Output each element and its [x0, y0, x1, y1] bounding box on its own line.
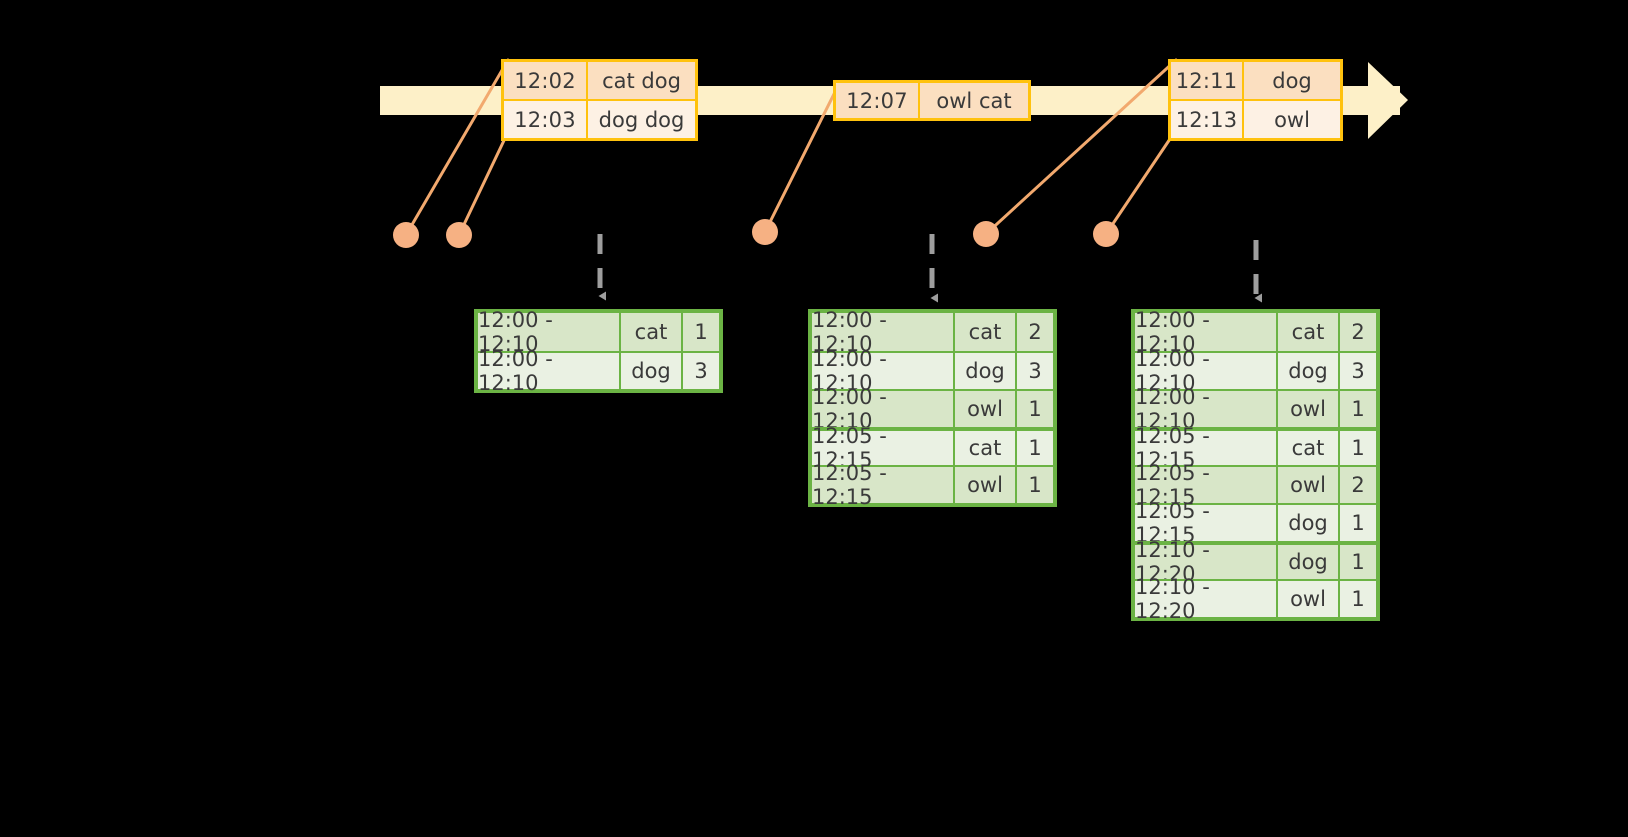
dot-12-07: [752, 219, 778, 245]
dot-12-11: [973, 221, 999, 247]
window-cell: 12:00 - 12:10: [812, 347, 955, 395]
word-cell: cat: [1278, 431, 1340, 465]
event-words: dog dog: [588, 101, 695, 138]
count-cell: 1: [683, 313, 719, 351]
count-cell: 1: [1017, 391, 1053, 427]
word-cell: cat: [955, 313, 1017, 351]
connector-12-13: [1104, 128, 1178, 236]
window-cell: 12:00 - 12:10: [478, 308, 621, 356]
window-cell: 12:00 - 12:10: [478, 347, 621, 395]
word-cell: cat: [1278, 313, 1340, 351]
event-row: 12:02 cat dog: [504, 62, 695, 99]
event-group-1[interactable]: 12:02 cat dog 12:03 dog dog: [501, 59, 698, 141]
count-cell: 2: [1017, 313, 1053, 351]
event-row: 12:03 dog dog: [504, 99, 695, 138]
window-cell: 12:05 - 12:15: [812, 424, 955, 472]
count-cell: 1: [1340, 581, 1376, 617]
connector-12-02: [404, 58, 510, 237]
count-cell: 2: [1340, 313, 1376, 351]
word-cell: owl: [1278, 391, 1340, 427]
word-cell: dog: [1278, 505, 1340, 541]
word-cell: owl: [1278, 581, 1340, 617]
window-cell: 12:00 - 12:10: [812, 385, 955, 433]
event-words: owl: [1244, 101, 1340, 138]
window-cell: 12:10 - 12:20: [1135, 538, 1278, 586]
word-cell: dog: [621, 353, 683, 389]
window-cell: 12:05 - 12:15: [1135, 424, 1278, 472]
connector-12-07: [763, 80, 842, 234]
count-cell: 1: [1017, 431, 1053, 465]
event-words: dog: [1244, 62, 1340, 99]
dot-12-03: [446, 222, 472, 248]
event-row: 12:11 dog: [1171, 62, 1340, 99]
word-cell: owl: [955, 467, 1017, 503]
trigger-arrows: [597, 234, 1262, 303]
count-cell: 1: [1340, 431, 1376, 465]
window-cell: 12:05 - 12:15: [812, 461, 955, 509]
event-time: 12:13: [1171, 101, 1244, 138]
window-cell: 12:05 - 12:15: [1135, 499, 1278, 547]
count-cell: 3: [683, 353, 719, 389]
event-words: owl cat: [920, 83, 1028, 118]
event-row: 12:13 owl: [1171, 99, 1340, 138]
window-cell: 12:00 - 12:10: [812, 308, 955, 356]
count-cell: 1: [1340, 391, 1376, 427]
word-cell: dog: [1278, 353, 1340, 389]
count-cell: 1: [1340, 505, 1376, 541]
dot-12-13: [1093, 221, 1119, 247]
count-cell: 3: [1017, 353, 1053, 389]
event-words: cat dog: [588, 62, 695, 99]
count-cell: 2: [1340, 467, 1376, 503]
event-dots: [393, 219, 1119, 248]
word-cell: cat: [955, 431, 1017, 465]
count-cell: 1: [1340, 545, 1376, 579]
window-cell: 12:00 - 12:10: [1135, 308, 1278, 356]
count-cell: 1: [1017, 467, 1053, 503]
dot-12-02: [393, 222, 419, 248]
word-cell: owl: [1278, 467, 1340, 503]
event-group-3[interactable]: 12:11 dog 12:13 owl: [1168, 59, 1343, 141]
count-cell: 3: [1340, 353, 1376, 389]
connector-12-03: [457, 130, 510, 237]
window-cell: 12:00 - 12:10: [1135, 347, 1278, 395]
event-time: 12:07: [836, 83, 920, 118]
window-cell: 12:05 - 12:15: [1135, 461, 1278, 509]
word-cell: cat: [621, 313, 683, 351]
word-cell: owl: [955, 391, 1017, 427]
event-group-2[interactable]: 12:07 owl cat: [833, 80, 1031, 121]
word-cell: dog: [955, 353, 1017, 389]
event-time: 12:11: [1171, 62, 1244, 99]
event-row: 12:07 owl cat: [836, 83, 1028, 118]
window-cell: 12:10 - 12:20: [1135, 575, 1278, 623]
word-cell: dog: [1278, 545, 1340, 579]
event-time: 12:02: [504, 62, 588, 99]
event-time: 12:03: [504, 101, 588, 138]
window-cell: 12:00 - 12:10: [1135, 385, 1278, 433]
